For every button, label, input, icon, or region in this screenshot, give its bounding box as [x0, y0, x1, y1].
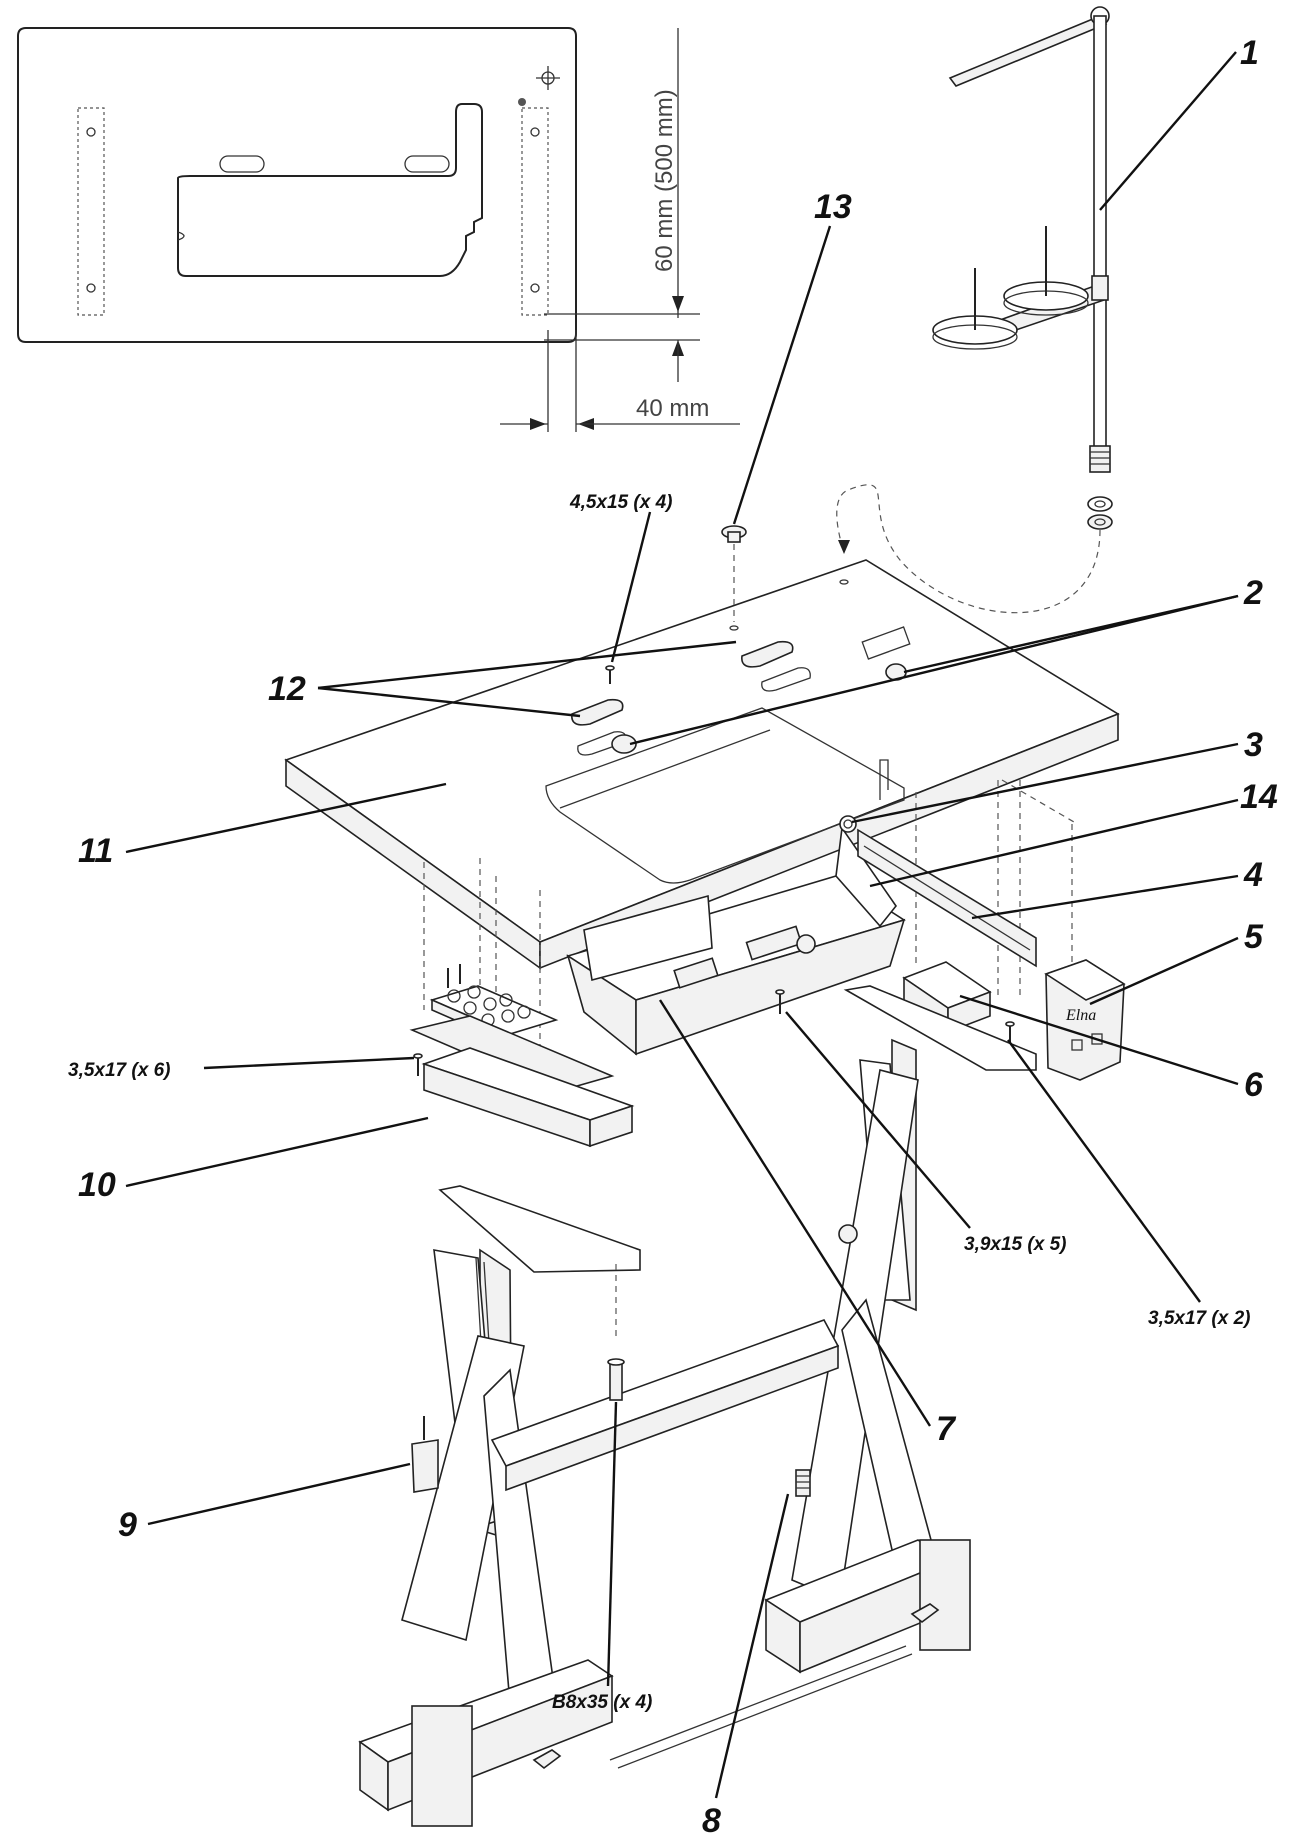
callout-9: 9 — [118, 1506, 137, 1544]
vertical-dimension-label: 60 mm (500 mm) — [651, 89, 678, 272]
tabletop-template: 60 mm (500 mm) 40 mm — [17, 27, 740, 432]
bolt-cap — [721, 525, 747, 622]
leader-lines — [125, 51, 1239, 1799]
switch-brand-label: Elna — [1065, 1007, 1096, 1024]
callouts: 1 2 3 4 5 6 7 8 9 10 11 12 13 14 — [78, 34, 1278, 1837]
drawer-screw-label: 3,5x17 (x 6) — [68, 1060, 170, 1081]
drawer — [409, 964, 635, 1148]
callout-13: 13 — [814, 188, 852, 226]
switch-screw-label: 3,5x17 (x 2) — [1148, 1308, 1250, 1329]
tabletop-screw-label: 4,5x15 (x 4) — [569, 492, 672, 513]
bracket-screw-label: 3,9x15 (x 5) — [964, 1234, 1066, 1255]
callout-11: 11 — [78, 832, 113, 870]
callout-1: 1 — [1240, 34, 1259, 72]
power-switch-box: Elna — [1044, 959, 1126, 1081]
callout-2: 2 — [1243, 574, 1263, 612]
main-drawer — [566, 825, 906, 1056]
screw-labels: 4,5x15 (x 4) 3,5x17 (x 6) 3,9x15 (x 5) 3… — [68, 492, 1250, 1713]
leg-bolt-label: B8x35 (x 4) — [552, 1692, 652, 1713]
callout-10: 10 — [78, 1166, 116, 1204]
callout-6: 6 — [1244, 1066, 1264, 1104]
callout-7: 7 — [936, 1410, 957, 1448]
callout-4: 4 — [1243, 856, 1263, 894]
alignment-lines — [423, 779, 1075, 1068]
callout-14: 14 — [1240, 778, 1278, 816]
thread-stand — [836, 6, 1113, 614]
cable-rail — [839, 815, 1037, 968]
callout-5: 5 — [1244, 918, 1264, 956]
callout-3: 3 — [1244, 726, 1263, 764]
horizontal-dimension-label: 40 mm — [636, 395, 709, 422]
stand-frame — [358, 985, 1037, 1827]
callout-12: 12 — [268, 670, 306, 708]
callout-8: 8 — [702, 1802, 721, 1837]
